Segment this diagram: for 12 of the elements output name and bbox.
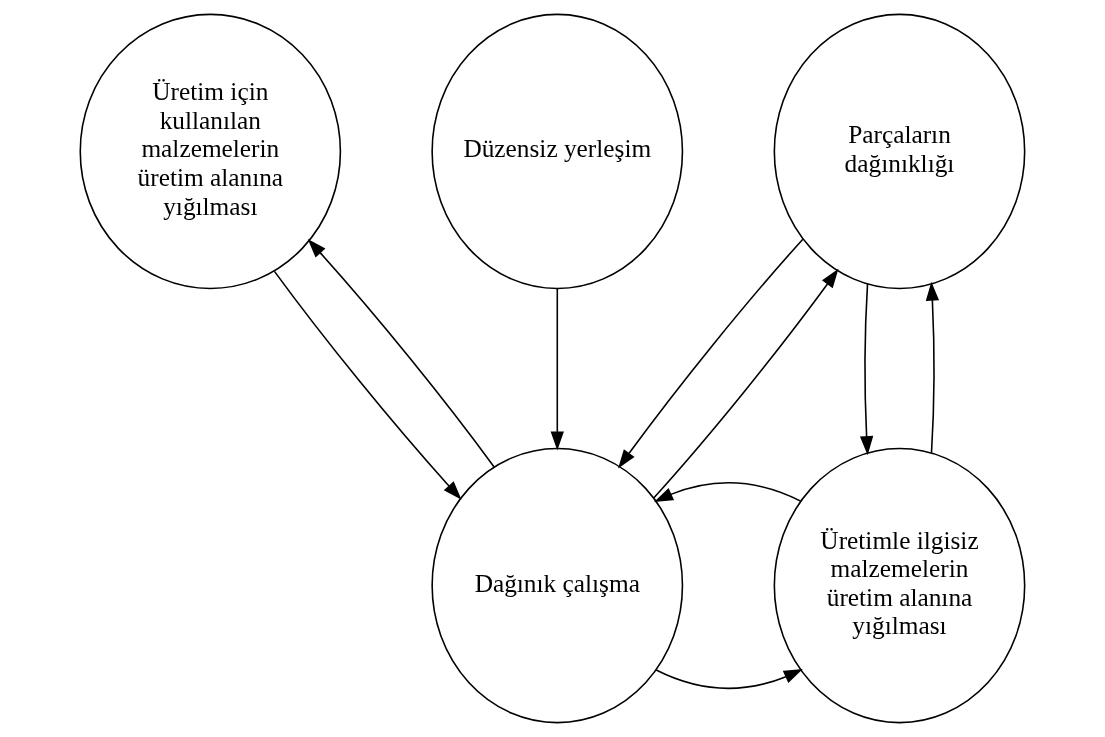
node-circle: Üretim için kullanılan malzemelerin üretim alanına yığılması [79, 13, 342, 290]
arrow [655, 669, 803, 690]
arrow [273, 270, 462, 500]
arrow [618, 238, 804, 469]
node-circle: Düzensiz yerleşim [431, 13, 684, 290]
arrow [653, 268, 839, 499]
arrow [654, 482, 802, 503]
node-circle: Üretimle ilgisiz malzemelerin üretim alanına yığılması [773, 447, 1026, 724]
arrow [859, 283, 874, 456]
arrow [550, 288, 564, 451]
arrow [925, 281, 940, 454]
arrow [307, 239, 495, 468]
